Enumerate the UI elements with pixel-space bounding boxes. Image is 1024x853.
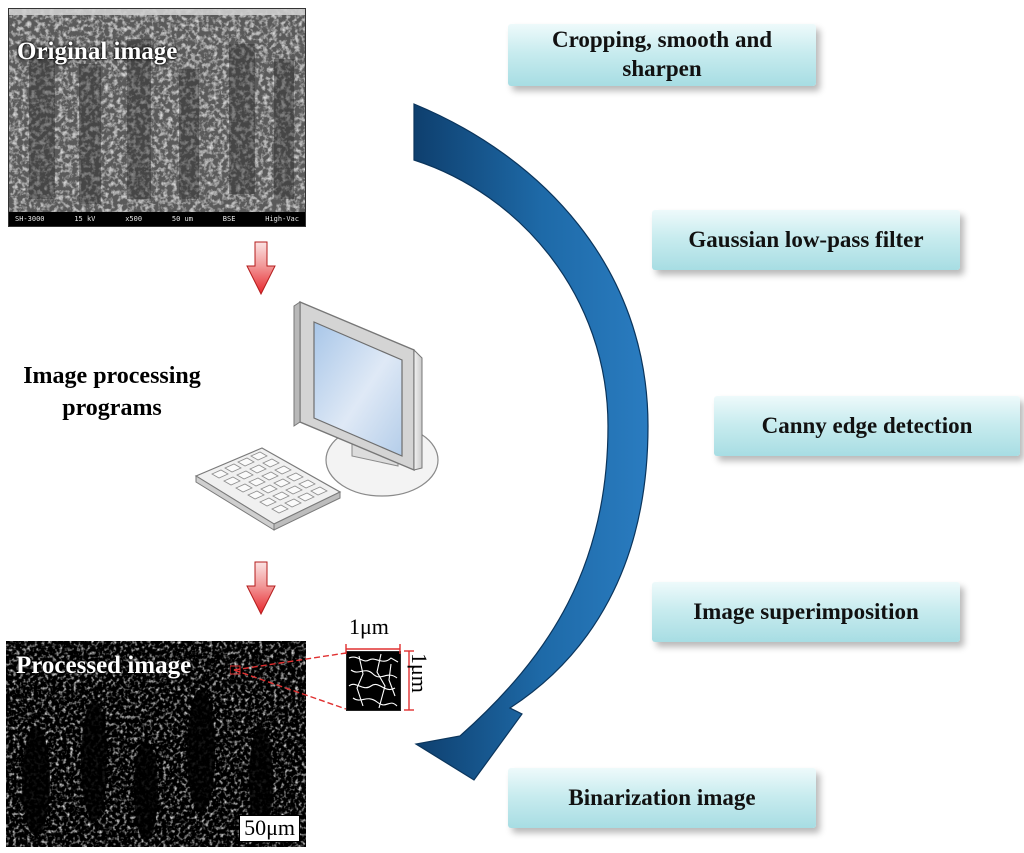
computer-icon bbox=[194, 300, 439, 531]
step-box-gaussian: Gaussian low-pass filter bbox=[652, 210, 960, 270]
processed-micrograph bbox=[6, 641, 306, 847]
down-arrow-icon bbox=[246, 241, 276, 296]
keyboard-icon bbox=[194, 447, 342, 531]
zoom-marker bbox=[230, 652, 347, 710]
original-image-title: Original image bbox=[17, 38, 178, 65]
inset-dimension-lines bbox=[345, 644, 414, 711]
step-4-label: Image superimposition bbox=[693, 598, 919, 624]
step-box-superimposition: Image superimposition bbox=[652, 582, 960, 642]
sem-voltage: 15 kV bbox=[74, 215, 96, 223]
scale-bar-label: 50μm bbox=[239, 815, 300, 842]
curved-flow-arrow-icon bbox=[413, 103, 649, 781]
original-image: Original image SH-3000 15 kV x500 50 um … bbox=[8, 8, 306, 227]
step-2-label: Gaussian low-pass filter bbox=[688, 226, 924, 252]
zoomed-inset bbox=[346, 651, 401, 711]
computer-monitor-icon bbox=[293, 300, 423, 472]
inset-width-label: 1μm bbox=[349, 614, 389, 639]
step-box-canny: Canny edge detection bbox=[714, 396, 1020, 456]
side-label-line1: Image processing bbox=[23, 363, 201, 389]
sem-instrument: SH-3000 bbox=[15, 215, 45, 223]
original-micrograph bbox=[9, 9, 305, 226]
sem-scale: 50 um bbox=[171, 215, 193, 223]
step-1-line2: sharpen bbox=[622, 56, 702, 81]
step-3-label: Canny edge detection bbox=[761, 412, 973, 438]
processed-image-title: Processed image bbox=[16, 652, 192, 679]
step-5-label: Binarization image bbox=[568, 784, 756, 810]
sem-detector: BSE bbox=[222, 215, 236, 223]
down-arrow-icon bbox=[246, 561, 276, 616]
image-processing-programs-label: Image processing programs bbox=[2, 361, 222, 424]
sem-mode: High-Vac bbox=[265, 215, 299, 223]
step-box-cropping: Cropping, smooth and sharpen bbox=[508, 24, 816, 86]
inset-micrograph bbox=[347, 652, 400, 710]
step-1-line1: Cropping, smooth and bbox=[551, 27, 773, 53]
step-box-binarization: Binarization image bbox=[508, 768, 816, 828]
side-label-line2: programs bbox=[62, 394, 162, 421]
sem-magnification: x500 bbox=[125, 215, 143, 223]
sem-meta-bar: SH-3000 15 kV x500 50 um BSE High-Vac bbox=[9, 212, 305, 226]
processed-image: Processed image 50μm bbox=[6, 641, 306, 847]
